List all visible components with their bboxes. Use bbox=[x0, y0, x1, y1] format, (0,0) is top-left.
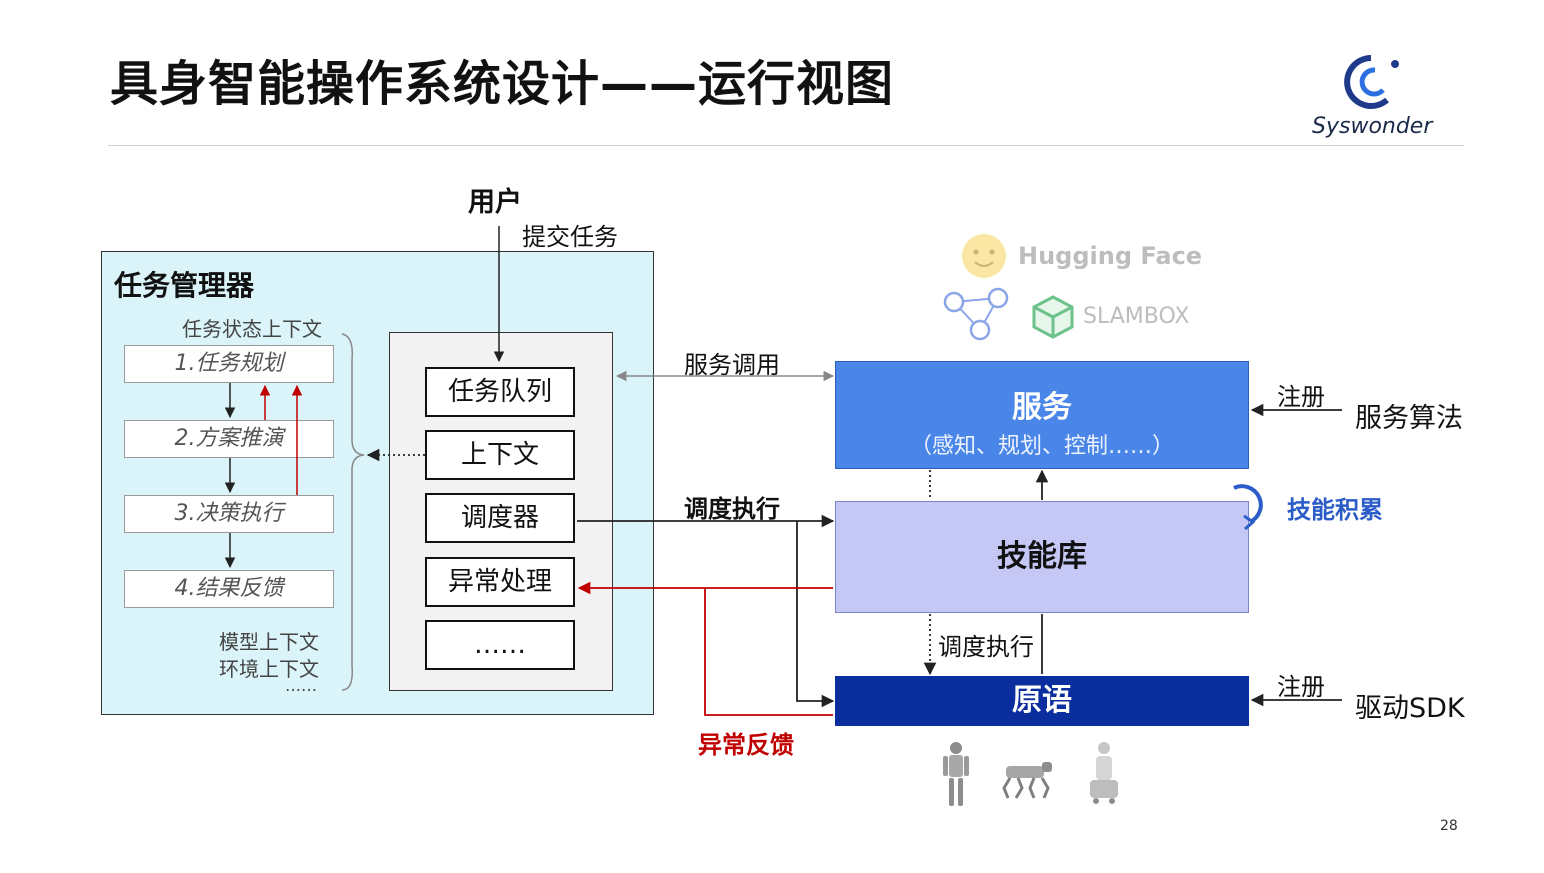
exception-from-primitive-line bbox=[704, 588, 833, 716]
dispatch-exec-label: 调度执行 bbox=[684, 495, 780, 523]
step-task-planning: 1.任务规划 bbox=[124, 345, 334, 383]
syswonder-logo-icon bbox=[1344, 55, 1399, 109]
hugging-face-icon bbox=[962, 234, 1006, 278]
register-label-primitives: 注册 bbox=[1277, 673, 1325, 701]
step-result-feedback: 4.结果反馈 bbox=[124, 570, 334, 608]
more-context-label: …… bbox=[285, 676, 317, 695]
submit-task-label: 提交任务 bbox=[522, 223, 618, 251]
header-divider bbox=[108, 145, 1464, 146]
services-subtitle: （感知、规划、控制……） bbox=[909, 434, 1174, 459]
skill-accumulation-label: 技能积累 bbox=[1287, 496, 1383, 524]
step-decision-execution: 3.决策执行 bbox=[124, 495, 334, 533]
services-title: 服务 bbox=[1012, 390, 1072, 425]
step-plan-simulation: 2.方案推演 bbox=[124, 420, 334, 458]
slambox-cube-icon bbox=[1032, 295, 1074, 339]
dispatch-exec-label-2: 调度执行 bbox=[938, 633, 1034, 661]
mobile-robot-icon bbox=[1090, 742, 1118, 804]
context-box: 上下文 bbox=[425, 430, 575, 480]
skill-library-box: 技能库 bbox=[835, 501, 1249, 613]
service-algorithms-label: 服务算法 bbox=[1355, 403, 1463, 434]
user-label: 用户 bbox=[468, 187, 522, 218]
scheduler-box: 调度器 bbox=[425, 493, 575, 543]
exception-feedback-label: 异常反馈 bbox=[698, 731, 794, 759]
task-state-context-label: 任务状态上下文 bbox=[182, 317, 322, 341]
logo-wordmark: Syswonder bbox=[1312, 114, 1433, 139]
model-context-label: 模型上下文 bbox=[219, 630, 319, 654]
context-brace bbox=[341, 333, 365, 691]
refresh-cycle-icon bbox=[1233, 484, 1263, 531]
dispatch-to-primitive-arrow bbox=[796, 521, 835, 708]
primitives-box: 原语 bbox=[835, 676, 1249, 726]
task-manager-title: 任务管理器 bbox=[114, 269, 255, 302]
slambox-label: SLAMBOX bbox=[1083, 304, 1190, 329]
quadruped-robot-icon bbox=[1002, 762, 1052, 799]
driver-sdk-label: 驱动SDK bbox=[1355, 693, 1465, 724]
page-number: 28 bbox=[1440, 818, 1458, 834]
more-box: …… bbox=[425, 620, 575, 670]
humanoid-robot-icon bbox=[943, 742, 969, 806]
register-label-services: 注册 bbox=[1277, 383, 1325, 411]
page-title: 具身智能操作系统设计——运行视图 bbox=[110, 56, 895, 112]
hugging-face-label: Hugging Face bbox=[1018, 242, 1203, 270]
graph-network-icon bbox=[943, 287, 1009, 341]
environment-context-label: 环境上下文 bbox=[219, 657, 319, 681]
services-box: 服务 （感知、规划、控制……） bbox=[835, 361, 1249, 469]
task-queue-box: 任务队列 bbox=[425, 367, 575, 417]
exception-handling-box: 异常处理 bbox=[425, 557, 575, 607]
